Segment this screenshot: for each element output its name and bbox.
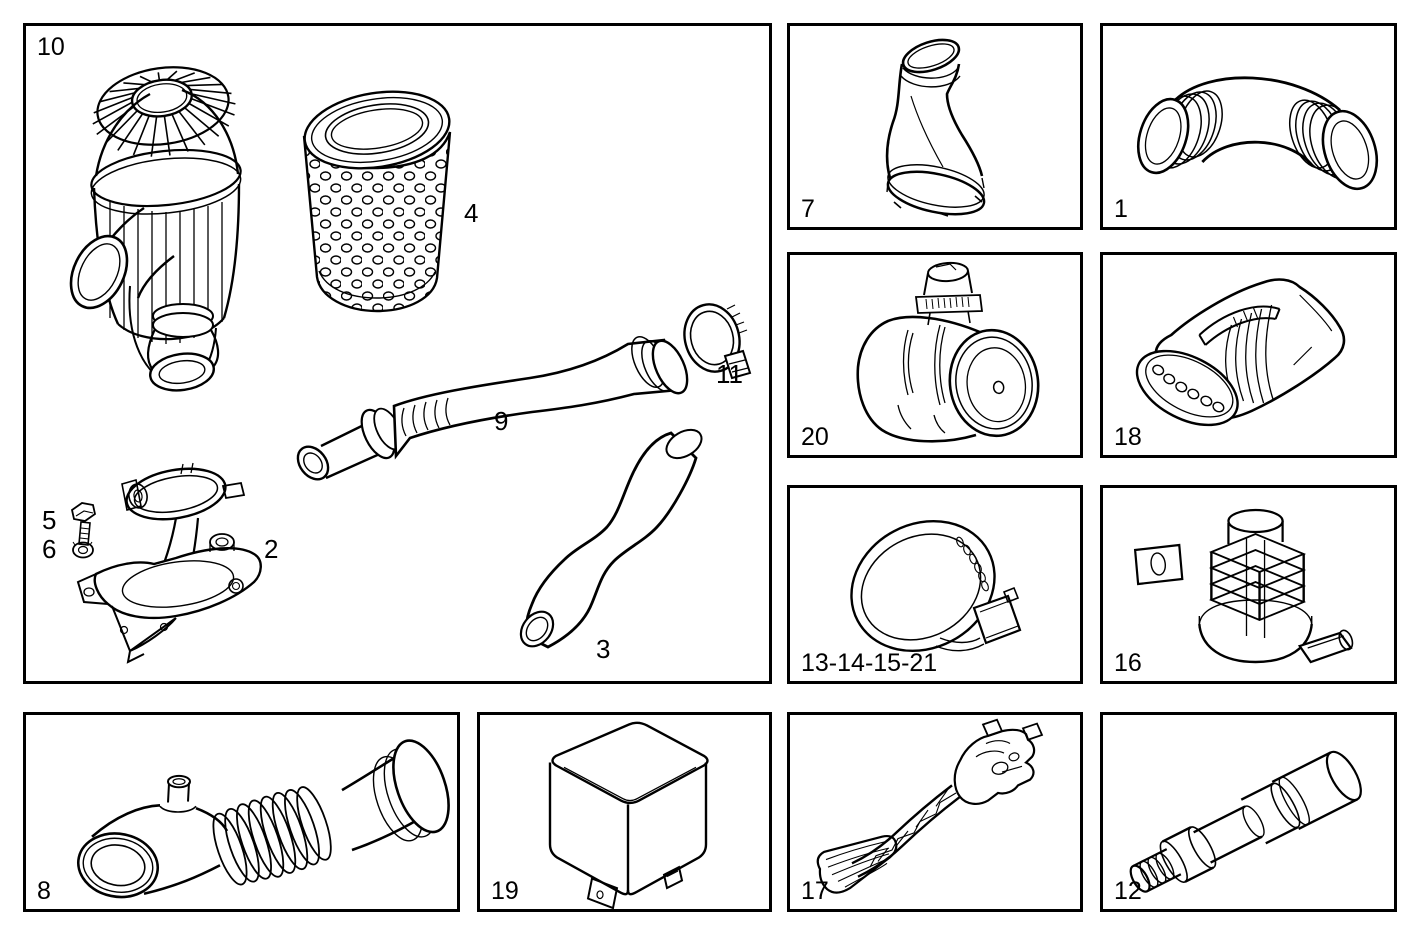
s-hose-drawing (514, 424, 706, 652)
part-20-label: 20 (801, 423, 829, 451)
air-flow-meter-drawing (790, 255, 1080, 455)
relay-drawing (480, 715, 769, 909)
bolt-drawing (72, 503, 95, 545)
panel-air-cleaner-group: 4 9 11 2 5 6 3 10 (23, 23, 772, 684)
part-2-label: 2 (264, 534, 278, 564)
stepped-sleeve-drawing (1103, 715, 1394, 909)
part-9-label: 9 (494, 406, 508, 436)
air-filter-element-drawing (299, 82, 455, 311)
connector-drawing (1103, 255, 1394, 455)
part-6-label: 6 (42, 534, 56, 564)
air-cleaner-group-drawing: 4 9 11 2 5 6 3 (42, 26, 769, 664)
panel-hose-clamps: 13-14-15-21 (787, 485, 1083, 684)
part-8-label: 8 (37, 877, 51, 905)
part-16-label: 16 (1114, 649, 1142, 677)
part-13-14-15-21-label: 13-14-15-21 (801, 649, 938, 677)
mounting-bracket-drawing (78, 462, 261, 662)
part-17-label: 17 (801, 877, 829, 905)
hose-clamp-drawing (677, 298, 750, 378)
nut-drawing (73, 542, 93, 558)
part-12-label: 12 (1114, 877, 1142, 905)
part-19-label: 19 (491, 877, 519, 905)
elbow-hose-drawing (1103, 26, 1394, 227)
panel-stepped-sleeve: 12 (1100, 712, 1397, 912)
panel-connector: 18 (1100, 252, 1397, 458)
panel-air-flow-meter: 20 (787, 252, 1083, 458)
part-11-label: 11 (716, 359, 743, 389)
panel-flex-hose: 8 (23, 712, 460, 912)
part-1-label: 1 (1114, 195, 1128, 223)
panel-relay: 19 (477, 712, 772, 912)
panel-valve: 16 (1100, 485, 1397, 684)
part-5-label: 5 (42, 505, 56, 535)
panel-accelerator-pedal: 17 (787, 712, 1083, 912)
panel-elbow-hose: 1 (1100, 23, 1397, 230)
intake-hose-drawing (292, 332, 695, 485)
panel-intake-duct: 7 (787, 23, 1083, 230)
part-10-label: 10 (37, 33, 65, 61)
accelerator-pedal-drawing (790, 715, 1080, 909)
part-7-label: 7 (801, 195, 815, 223)
valve-drawing (1103, 488, 1394, 681)
part-18-label: 18 (1114, 423, 1142, 451)
part-3-label: 3 (596, 634, 610, 664)
intake-duct-drawing (790, 26, 1080, 227)
air-cleaner-assembly-drawing (60, 58, 244, 394)
hose-clamp-set-drawing (790, 488, 1080, 681)
part-4-label: 4 (464, 198, 478, 228)
flex-hose-drawing (26, 715, 457, 909)
